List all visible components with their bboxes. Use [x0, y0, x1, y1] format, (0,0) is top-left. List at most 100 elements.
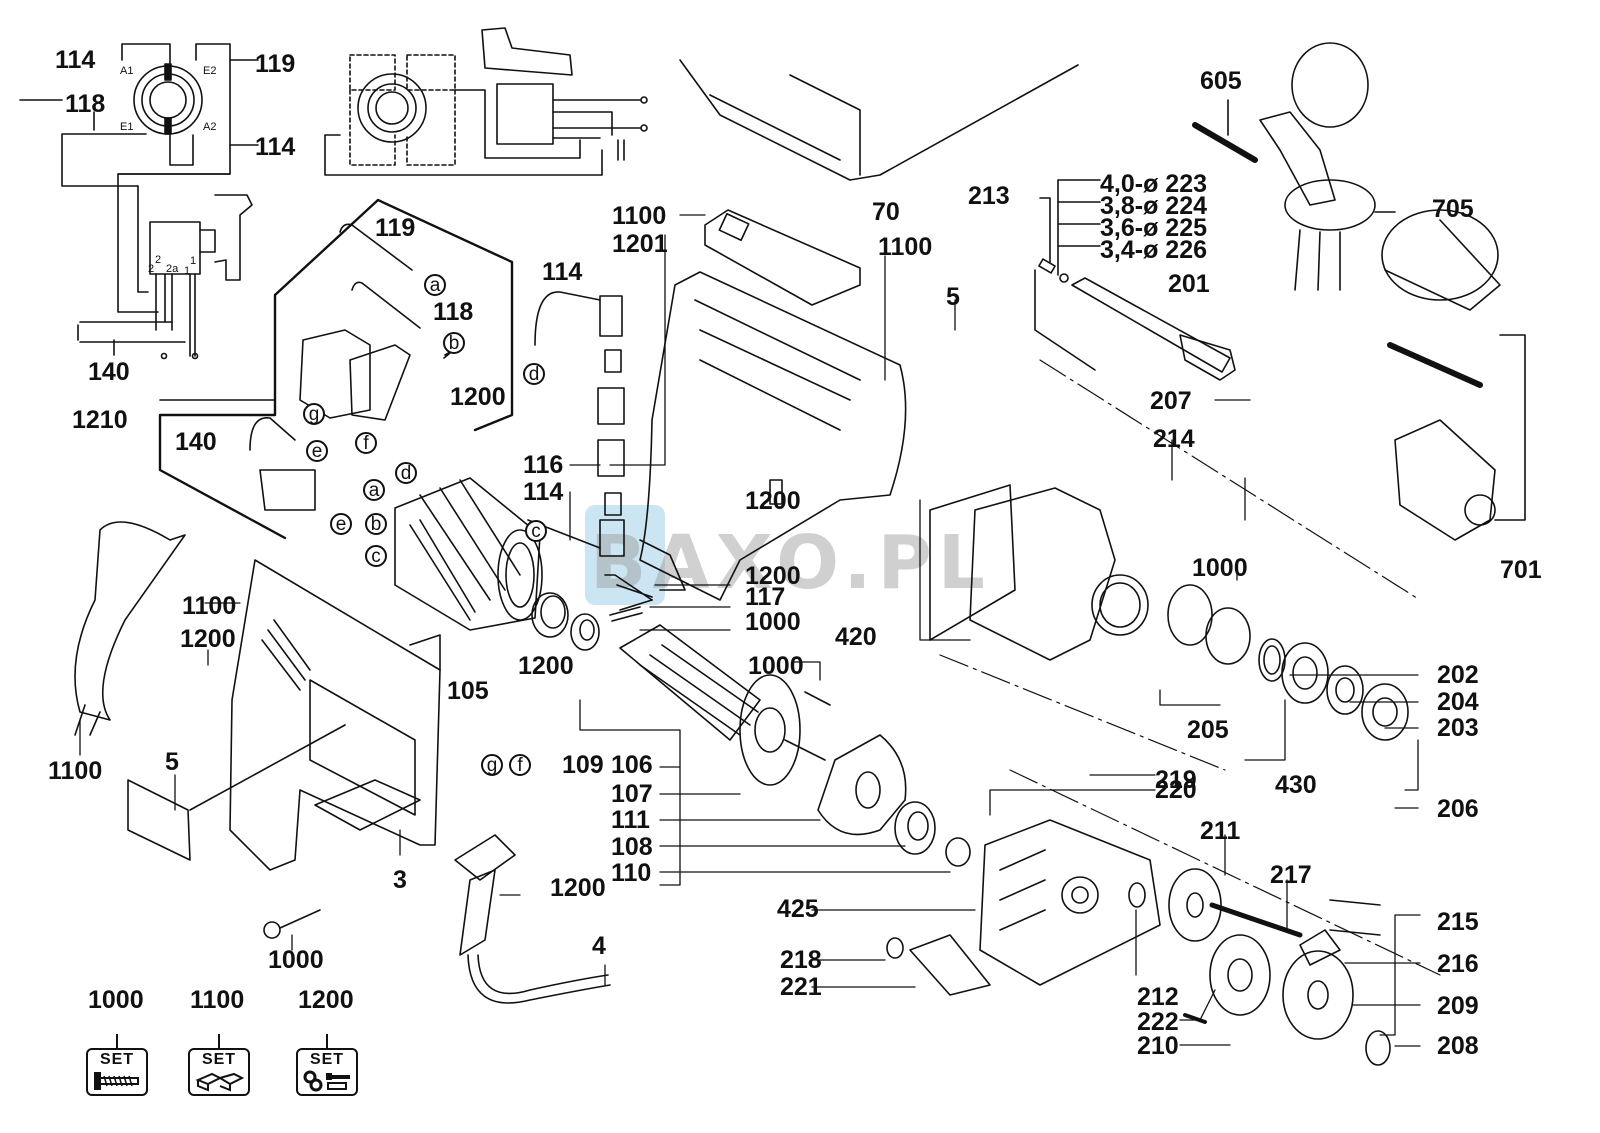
part-label-5[interactable]: 5	[946, 283, 960, 311]
connector-c: c	[365, 545, 387, 567]
part-label-34226[interactable]: 3,4-ø 226	[1100, 236, 1208, 264]
set-box-1200[interactable]: SET	[296, 1048, 358, 1096]
terminal-label: E2	[203, 65, 217, 77]
part-label-1200[interactable]: 1200	[745, 562, 801, 590]
part-label-119[interactable]: 119	[375, 214, 416, 242]
connector-f: f	[509, 754, 531, 776]
part-label-701[interactable]: 701	[1500, 556, 1542, 584]
part-label-216[interactable]: 216	[1437, 950, 1479, 978]
part-label-70[interactable]: 70	[872, 198, 900, 226]
part-label-206[interactable]: 206	[1437, 795, 1479, 823]
part-label-117[interactable]: 117	[745, 583, 786, 611]
part-label-605[interactable]: 605	[1200, 67, 1242, 95]
part-label-118[interactable]: 118	[65, 90, 106, 118]
part-label-140[interactable]: 140	[88, 358, 130, 386]
part-label-430[interactable]: 430	[1275, 771, 1317, 799]
part-label-1210[interactable]: 1210	[72, 406, 128, 434]
part-label-218[interactable]: 218	[780, 946, 822, 974]
part-label-4[interactable]: 4	[592, 932, 606, 960]
part-label-205[interactable]: 205	[1187, 716, 1229, 744]
part-label-110[interactable]: 110	[611, 859, 652, 887]
part-label-425[interactable]: 425	[777, 895, 819, 923]
part-label-1200[interactable]: 1200	[745, 487, 801, 515]
part-label-36225[interactable]: 3,6-ø 225	[1100, 214, 1208, 242]
part-label-705[interactable]: 705	[1432, 195, 1474, 223]
switch-group-outline	[158, 198, 514, 540]
part-label-1100[interactable]: 1100	[182, 592, 237, 620]
part-label-109[interactable]: 109	[562, 751, 604, 779]
set-number-1000[interactable]: 1000	[88, 986, 144, 1014]
part-label-106[interactable]: 106	[611, 751, 653, 779]
set-number-1200[interactable]: 1200	[298, 986, 354, 1014]
flange-plate	[804, 691, 971, 867]
part-label-1100[interactable]: 1100	[48, 757, 103, 785]
motor-housing-half	[639, 271, 907, 601]
part-label-222[interactable]: 222	[1137, 1008, 1179, 1036]
part-label-140[interactable]: 140	[175, 428, 217, 456]
part-label-420[interactable]: 420	[835, 623, 877, 651]
part-label-1000[interactable]: 1000	[748, 652, 804, 680]
terminal-label: A1	[120, 65, 134, 77]
part-label-1200[interactable]: 1200	[518, 652, 574, 680]
part-label-1000[interactable]: 1000	[268, 946, 324, 974]
part-label-210[interactable]: 210	[1137, 1032, 1179, 1060]
part-label-208[interactable]: 208	[1437, 1032, 1479, 1060]
set-leader	[116, 1034, 118, 1048]
part-label-5[interactable]: 5	[165, 748, 179, 776]
part-label-1200[interactable]: 1200	[180, 625, 236, 653]
part-label-1100[interactable]: 1100	[878, 233, 933, 261]
terminal-label: A2	[203, 121, 217, 133]
switch-assembly	[249, 223, 463, 511]
set-number-1100[interactable]: 1100	[190, 986, 245, 1014]
part-label-1000[interactable]: 1000	[745, 608, 801, 636]
part-label-201[interactable]: 201	[1168, 270, 1210, 298]
part-label-114[interactable]: 114	[55, 46, 96, 74]
aux-handle	[1192, 42, 1396, 291]
part-label-1100[interactable]: 1100	[612, 202, 667, 230]
set-box-1100[interactable]: SET	[188, 1048, 250, 1096]
part-label-215[interactable]: 215	[1437, 908, 1479, 936]
part-label-105[interactable]: 105	[447, 677, 489, 705]
part-label-38224[interactable]: 3,8-ø 224	[1100, 192, 1208, 220]
part-label-116[interactable]: 116	[523, 451, 564, 479]
connector-a: a	[363, 479, 385, 501]
part-label-217[interactable]: 217	[1270, 861, 1312, 889]
part-label-1200[interactable]: 1200	[550, 874, 606, 902]
part-label-114[interactable]: 114	[542, 258, 583, 286]
part-label-40223[interactable]: 4,0-ø 223	[1100, 170, 1208, 198]
part-label-220[interactable]: 220	[1155, 776, 1197, 804]
armature	[619, 624, 826, 786]
part-label-203[interactable]: 203	[1437, 714, 1479, 742]
part-label-119[interactable]: 119	[255, 50, 296, 78]
part-label-219[interactable]: 219	[1155, 766, 1197, 794]
part-label-3[interactable]: 3	[393, 866, 407, 894]
part-label-204[interactable]: 204	[1437, 688, 1479, 716]
part-label-1200[interactable]: 1200	[450, 383, 506, 411]
set-tag: SET	[309, 1051, 345, 1068]
part-label-209[interactable]: 209	[1437, 992, 1479, 1020]
part-label-207[interactable]: 207	[1150, 387, 1192, 415]
part-label-114[interactable]: 114	[255, 133, 296, 161]
part-label-107[interactable]: 107	[611, 780, 653, 808]
part-label-221[interactable]: 221	[780, 973, 822, 1001]
part-label-212[interactable]: 212	[1137, 983, 1179, 1011]
grip-shell	[74, 521, 186, 736]
part-label-114[interactable]: 114	[523, 478, 564, 506]
part-label-202[interactable]: 202	[1437, 661, 1479, 689]
bearing-rings	[531, 592, 600, 651]
set-box-1000[interactable]: SET	[86, 1048, 148, 1096]
part-label-213[interactable]: 213	[968, 182, 1010, 210]
connector-c: c	[525, 520, 547, 542]
part-label-214[interactable]: 214	[1153, 425, 1195, 453]
part-label-1201[interactable]: 1201	[612, 230, 668, 258]
part-label-118[interactable]: 118	[433, 298, 474, 326]
connector-b: b	[365, 513, 387, 535]
part-label-108[interactable]: 108	[611, 833, 653, 861]
part-label-211[interactable]: 211	[1200, 817, 1241, 845]
part-label-1000[interactable]: 1000	[1192, 554, 1248, 582]
connector-e: e	[330, 513, 352, 535]
part-label-111[interactable]: 111	[611, 806, 650, 834]
connector-g: g	[481, 754, 503, 776]
connector-e: e	[306, 440, 328, 462]
